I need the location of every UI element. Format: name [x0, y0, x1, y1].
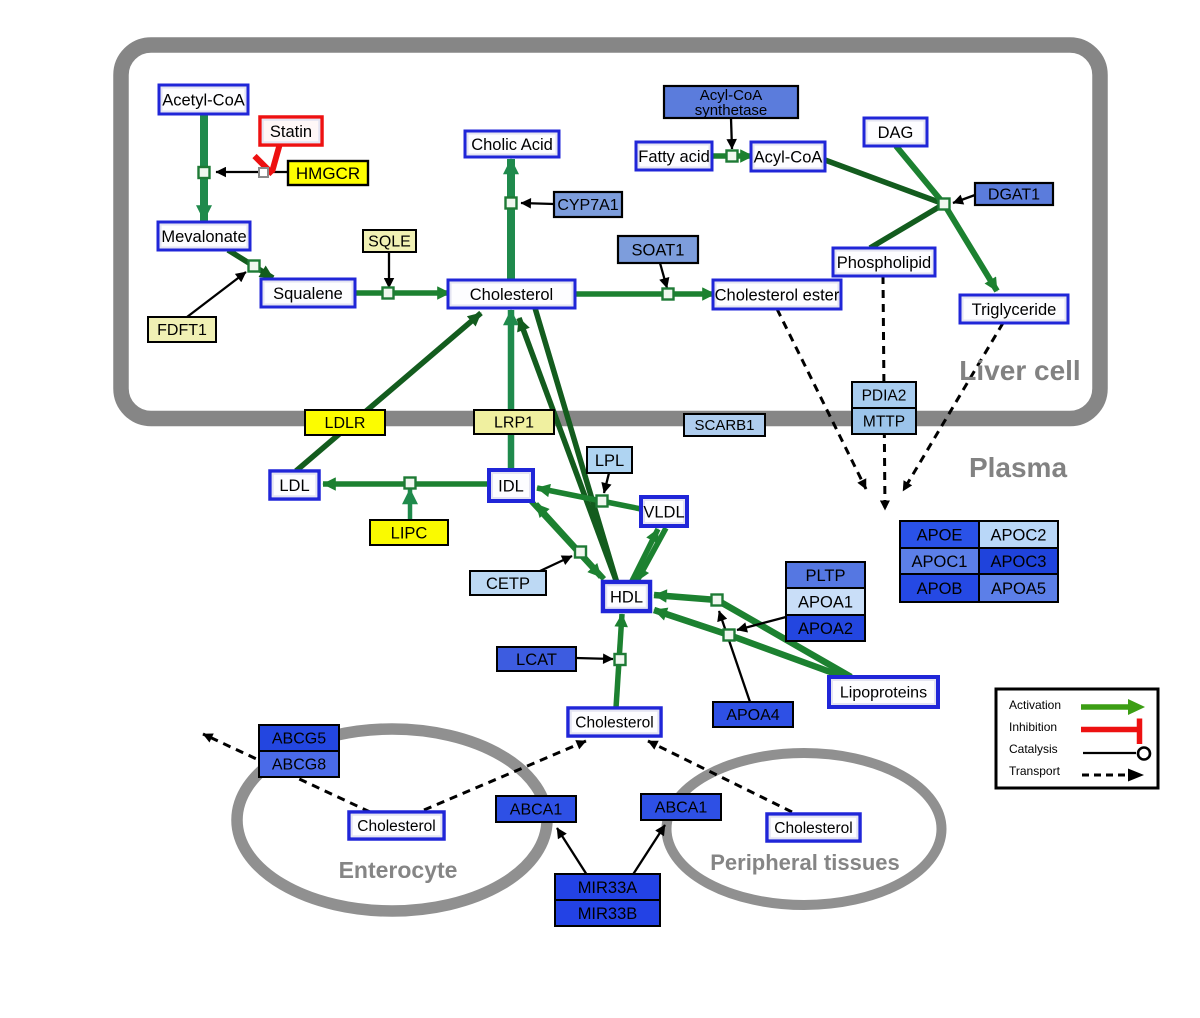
svg-text:CETP: CETP	[486, 575, 530, 593]
svg-text:LDL: LDL	[279, 477, 309, 495]
svg-text:DAG: DAG	[878, 124, 914, 142]
svg-text:APOE: APOE	[917, 526, 963, 544]
svg-text:DGAT1: DGAT1	[988, 187, 1040, 204]
svg-text:Statin: Statin	[270, 123, 312, 141]
svg-text:Cholesterol: Cholesterol	[575, 714, 653, 731]
svg-text:MTTP: MTTP	[863, 413, 905, 430]
svg-text:Peripheral tissues: Peripheral tissues	[710, 850, 900, 875]
svg-text:Phospholipid: Phospholipid	[837, 254, 932, 272]
svg-text:Acyl-CoA: Acyl-CoA	[700, 87, 763, 104]
svg-text:LDLR: LDLR	[325, 415, 366, 432]
svg-text:Mevalonate: Mevalonate	[161, 228, 246, 246]
svg-text:MIR33A: MIR33A	[578, 879, 638, 897]
svg-text:Activation: Activation	[1009, 698, 1061, 712]
svg-text:Acyl-CoA: Acyl-CoA	[754, 148, 823, 166]
svg-text:APOC3: APOC3	[991, 553, 1047, 571]
svg-text:APOB: APOB	[917, 580, 963, 598]
svg-text:Cholesterol: Cholesterol	[470, 286, 553, 304]
svg-text:Liver cell: Liver cell	[959, 355, 1080, 386]
svg-text:HDL: HDL	[610, 588, 643, 606]
svg-text:SQLE: SQLE	[368, 234, 411, 251]
svg-text:ABCA1: ABCA1	[655, 800, 708, 817]
svg-text:Lipoproteins: Lipoproteins	[840, 685, 927, 702]
svg-text:PLTP: PLTP	[805, 567, 845, 585]
svg-text:Triglyceride: Triglyceride	[972, 301, 1057, 319]
svg-text:CYP7A1: CYP7A1	[557, 197, 618, 214]
svg-text:LPL: LPL	[595, 452, 624, 470]
svg-text:APOA4: APOA4	[726, 707, 779, 724]
svg-text:SOAT1: SOAT1	[632, 241, 685, 259]
svg-text:Cholesterol: Cholesterol	[357, 818, 435, 835]
svg-text:synthetase: synthetase	[695, 102, 768, 119]
svg-text:Inhibition: Inhibition	[1009, 720, 1057, 734]
svg-text:SCARB1: SCARB1	[694, 417, 754, 434]
svg-text:ABCG5: ABCG5	[272, 731, 326, 748]
svg-text:IDL: IDL	[498, 477, 524, 495]
svg-text:Acetyl-CoA: Acetyl-CoA	[162, 91, 245, 109]
svg-text:MIR33B: MIR33B	[578, 905, 638, 923]
svg-text:APOA5: APOA5	[991, 580, 1046, 598]
svg-text:HMGCR: HMGCR	[296, 164, 360, 183]
svg-text:APOC1: APOC1	[912, 553, 968, 571]
svg-text:PDIA2: PDIA2	[862, 387, 907, 404]
svg-text:Fatty acid: Fatty acid	[638, 148, 710, 166]
svg-text:ABCA1: ABCA1	[510, 802, 563, 819]
svg-text:ABCG8: ABCG8	[272, 757, 326, 774]
svg-text:Cholic Acid: Cholic Acid	[471, 136, 553, 154]
svg-text:Transport: Transport	[1009, 764, 1061, 778]
svg-text:LCAT: LCAT	[516, 651, 557, 669]
svg-text:VLDL: VLDL	[643, 503, 684, 521]
svg-text:APOA2: APOA2	[798, 620, 853, 638]
svg-text:Catalysis: Catalysis	[1009, 742, 1058, 756]
svg-text:Cholesterol ester: Cholesterol ester	[715, 286, 840, 304]
svg-text:Enterocyte: Enterocyte	[339, 857, 458, 883]
svg-text:LIPC: LIPC	[391, 524, 428, 542]
svg-text:Plasma: Plasma	[969, 452, 1067, 483]
svg-text:FDFT1: FDFT1	[157, 322, 207, 339]
svg-text:LRP1: LRP1	[494, 415, 534, 432]
svg-text:APOC2: APOC2	[991, 526, 1047, 544]
svg-text:Squalene: Squalene	[273, 285, 343, 303]
svg-text:APOA1: APOA1	[798, 593, 853, 611]
svg-text:Cholesterol: Cholesterol	[774, 820, 852, 837]
